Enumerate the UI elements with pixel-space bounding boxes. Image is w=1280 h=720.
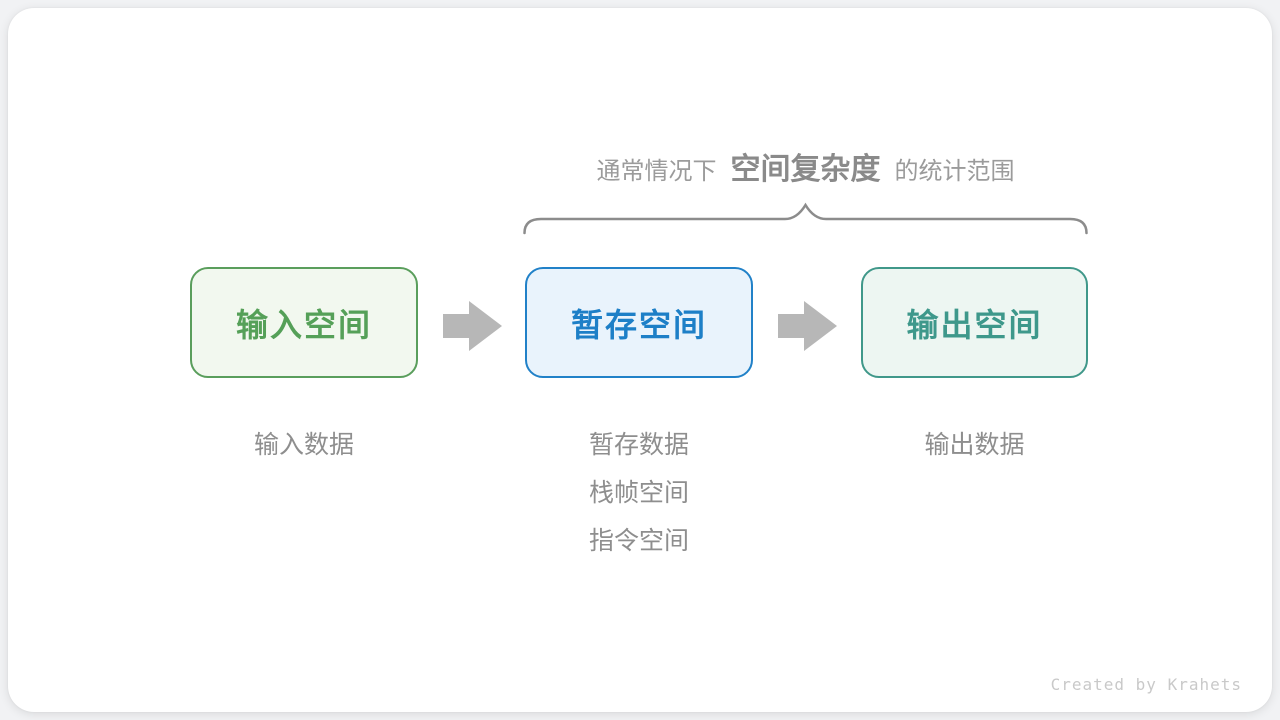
- note-line: 栈帧空间: [588, 479, 689, 507]
- title-suffix: 的统计范围: [894, 158, 1015, 185]
- output-space-notes: 输出数据: [861, 421, 1088, 469]
- scope-title: 通常情况下 空间复杂度 的统计范围: [523, 144, 1088, 188]
- scope-brace-icon: [523, 202, 1088, 235]
- title-prefix: 通常情况下: [596, 158, 717, 185]
- output-space-label: 输出空间: [906, 306, 1043, 343]
- arrow-right-icon: [443, 301, 502, 351]
- note-line: 输出数据: [924, 431, 1025, 459]
- input-space-notes: 输入数据: [190, 421, 418, 469]
- input-space-box: 输入空间: [190, 267, 418, 378]
- note-line: 暂存数据: [588, 431, 689, 459]
- input-space-label: 输入空间: [235, 306, 372, 343]
- arrow-right-icon: [778, 301, 837, 351]
- output-space-box: 输出空间: [861, 267, 1088, 378]
- note-line: 指令空间: [588, 527, 689, 555]
- note-line: 输入数据: [253, 431, 354, 459]
- temp-space-notes: 暂存数据 栈帧空间 指令空间: [525, 421, 753, 565]
- title-highlight: 空间复杂度: [730, 153, 881, 186]
- temp-space-label: 暂存空间: [570, 306, 707, 343]
- credit-text: Created by Krahets: [1050, 675, 1242, 694]
- temp-space-box: 暂存空间: [525, 267, 753, 378]
